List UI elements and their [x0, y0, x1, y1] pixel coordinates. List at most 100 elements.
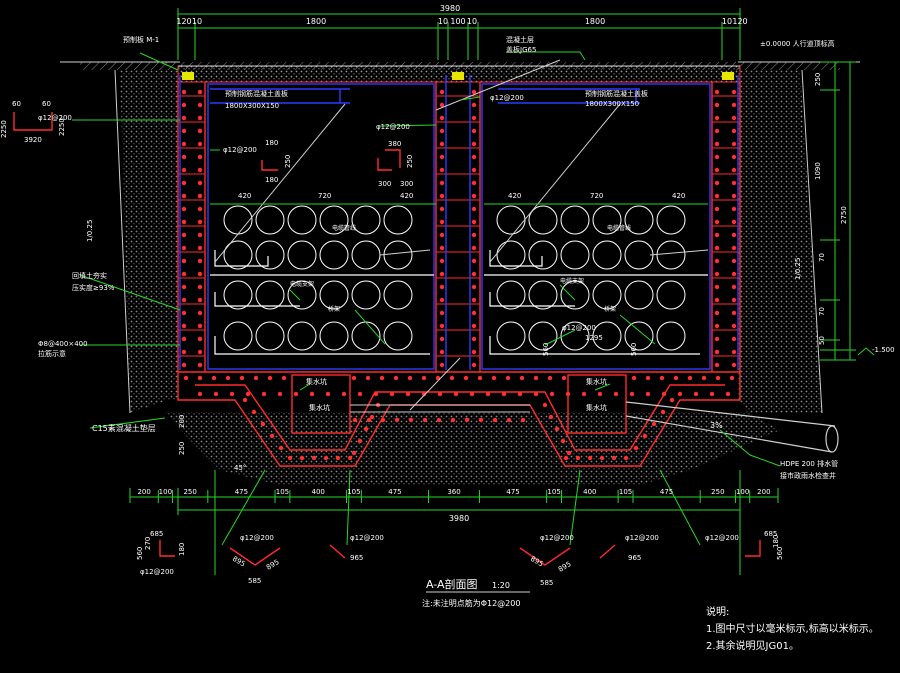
- cable-pipe: [624, 280, 654, 310]
- label-slab-right: 预制钢筋混凝土盖板: [585, 89, 648, 98]
- label-rebar-left-wall: φ12@200: [223, 146, 257, 154]
- rebar-dot: [197, 167, 203, 173]
- rebar-dot: [393, 375, 399, 381]
- dim-b-180a: 180: [178, 543, 186, 556]
- dim-top-1: 10: [192, 17, 202, 26]
- rebar-dot: [365, 375, 371, 381]
- rebar-dot: [407, 375, 413, 381]
- rebar-dot: [277, 391, 283, 397]
- label-slab-left-size: 1800X300X150: [225, 102, 279, 110]
- rebar-dot: [197, 128, 203, 134]
- rebar-dot: [197, 206, 203, 212]
- rebar-dot: [731, 141, 737, 147]
- cable-pipe: [287, 280, 317, 310]
- rebar-dot: [439, 336, 445, 342]
- rebar-dot: [211, 375, 217, 381]
- rebar-dot: [181, 89, 187, 95]
- bottom-dim-label: 475: [235, 488, 248, 496]
- dim-small-60b: 60: [42, 100, 51, 108]
- cable-pipe: [496, 280, 526, 310]
- rebar-dot: [561, 375, 567, 381]
- cable-pipe: [351, 205, 381, 235]
- rebar-dot: [309, 391, 315, 397]
- rebar-dot: [197, 297, 203, 303]
- rebar-b5: φ12@200: [705, 534, 739, 542]
- label-phi8: Φ8@400×400: [38, 340, 88, 348]
- rebar-dot: [439, 245, 445, 251]
- rebar-dot: [731, 310, 737, 316]
- rebar-dot: [269, 433, 275, 439]
- rebar-dot: [181, 206, 187, 212]
- inner-lining: [179, 75, 739, 370]
- dim-1295: 1295: [585, 334, 603, 342]
- dim-300a: 300: [378, 180, 391, 188]
- rebar-dot: [714, 167, 720, 173]
- rebar-dot: [439, 167, 445, 173]
- dim-left-250: 250: [178, 442, 186, 455]
- rebar-dot: [731, 284, 737, 290]
- rebar-dot: [197, 362, 203, 368]
- rebar-dot: [357, 438, 363, 444]
- rebar-dot: [181, 297, 187, 303]
- leader-lines: [214, 59, 709, 413]
- dim-left-col-0: 420: [238, 192, 251, 200]
- dim-b-685a: 685: [150, 530, 163, 538]
- rebar-b4: φ12@200: [625, 534, 659, 542]
- notes-block: 说明: 1.图中尺寸以毫米标示,标高以米标示。 2.其余说明见JG01。: [706, 604, 879, 655]
- dim-right-70a: 70: [818, 253, 826, 262]
- cable-pipe: [223, 240, 253, 270]
- rebar-dot: [471, 141, 477, 147]
- rebar-dot: [197, 193, 203, 199]
- dim-b-560a: 560: [136, 547, 144, 560]
- rebar-dot: [731, 245, 737, 251]
- dim-right-col-1: 720: [590, 192, 603, 200]
- rebar-dot: [471, 89, 477, 95]
- rebar-dot: [394, 417, 400, 423]
- dim-right-70b: 70: [818, 307, 826, 316]
- rebar-dot: [714, 310, 720, 316]
- cable-pipe: [223, 321, 253, 351]
- cable-pipe: [528, 205, 558, 235]
- rebar-dot: [293, 391, 299, 397]
- rebar-dot: [439, 232, 445, 238]
- bottom-dim-label: 200: [757, 488, 770, 496]
- rebar-dot: [408, 417, 414, 423]
- rebar-b1: φ12@200: [240, 534, 274, 542]
- rebar-dot: [651, 421, 657, 427]
- rebar-dot: [352, 417, 358, 423]
- rebar-dot: [439, 128, 445, 134]
- label-backfill: 回填土夯实: [72, 271, 107, 280]
- rebar-dot: [421, 375, 427, 381]
- dim-b-895c: 895: [529, 555, 545, 569]
- rebar-dot: [471, 206, 477, 212]
- rebar-dot: [242, 397, 248, 403]
- rebar-dot: [714, 180, 720, 186]
- cable-pipe: [287, 205, 317, 235]
- label-ground-level: ±0.0000 人行道顶标高: [760, 39, 835, 48]
- rebar-dot: [660, 409, 666, 415]
- rebar-dot: [471, 219, 477, 225]
- label-slab-left: 预制钢筋混凝土盖板: [225, 89, 288, 98]
- dim-top-8: 120: [732, 17, 747, 26]
- dim-right-1090: 1090: [814, 162, 822, 180]
- rebar-dot: [478, 417, 484, 423]
- cable-pipe: [592, 321, 622, 351]
- label-cable-left: 电缆管线: [332, 224, 356, 232]
- rebar-dot: [693, 391, 699, 397]
- rebar-dot: [533, 391, 539, 397]
- cable-pipe: [592, 240, 622, 270]
- rebar-dot: [299, 455, 305, 461]
- rebar-dot: [471, 167, 477, 173]
- structure-walls: [177, 82, 741, 467]
- cable-pipe: [496, 321, 526, 351]
- rebar-dot: [714, 115, 720, 121]
- rebar-dot: [714, 232, 720, 238]
- label-left-slope: 1/0.25: [86, 220, 94, 242]
- rebar-dot: [731, 362, 737, 368]
- dim-b-895d: 895: [557, 560, 573, 574]
- dim-right-250: 250: [814, 73, 822, 86]
- rebar-dot: [439, 284, 445, 290]
- rebar-dot: [405, 391, 411, 397]
- dim-top-2: 1800: [306, 17, 326, 26]
